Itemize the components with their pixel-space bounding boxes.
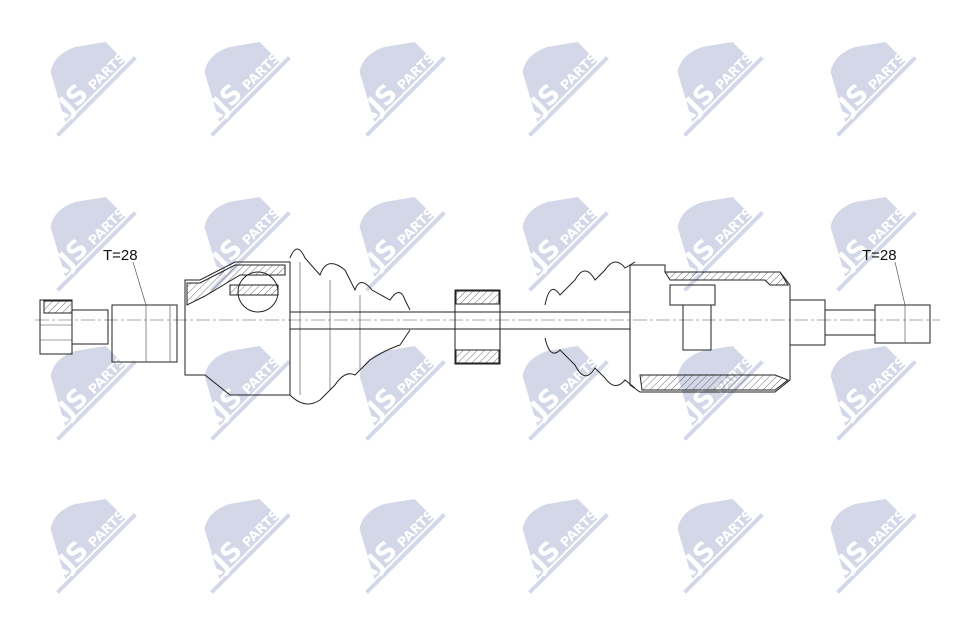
ajs-parts-logo: AJS PARTS [193,346,291,441]
watermark-layer: AJS PARTS AJS PARTS AJS PARTS AJS PARTS … [39,42,917,594]
ajs-parts-logo: AJS PARTS [348,346,446,441]
right-spline-label: T=28 [862,247,897,264]
ajs-parts-logo: AJS PARTS [666,499,764,594]
ajs-parts-logo: AJS PARTS [39,499,137,594]
ajs-parts-logo: AJS PARTS [39,346,137,441]
ajs-parts-logo: AJS PARTS [511,42,609,137]
inner-boot [544,261,636,306]
left-spline [111,304,178,363]
ajs-parts-logo: AJS PARTS [193,499,291,594]
ajs-parts-logo: AJS PARTS [39,42,137,137]
outer-boot [289,248,411,311]
left-thread [71,309,109,345]
ajs-parts-logo: AJS PARTS [193,42,291,137]
ajs-parts-logo: AJS PARTS [348,42,446,137]
drive-shaft: T=28 T=28 [35,247,940,405]
ajs-parts-logo: AJS PARTS [511,346,609,441]
ajs-parts-logo: AJS PARTS [511,499,609,594]
ajs-parts-logo: AJS PARTS [39,197,137,292]
ajs-parts-logo: AJS PARTS [348,197,446,292]
left-spline-label: T=28 [103,247,138,264]
ajs-parts-logo: AJS PARTS [348,499,446,594]
right-stub [789,299,826,346]
ajs-parts-logo: AJS PARTS [666,42,764,137]
right-spline [874,304,931,344]
damper [454,289,501,365]
ajs-parts-logo: AJS PARTS [819,499,917,594]
ajs-parts-logo: AJS PARTS [819,197,917,292]
ajs-parts-logo: AJS PARTS [819,346,917,441]
ajs-parts-logo: AJS PARTS [819,42,917,137]
